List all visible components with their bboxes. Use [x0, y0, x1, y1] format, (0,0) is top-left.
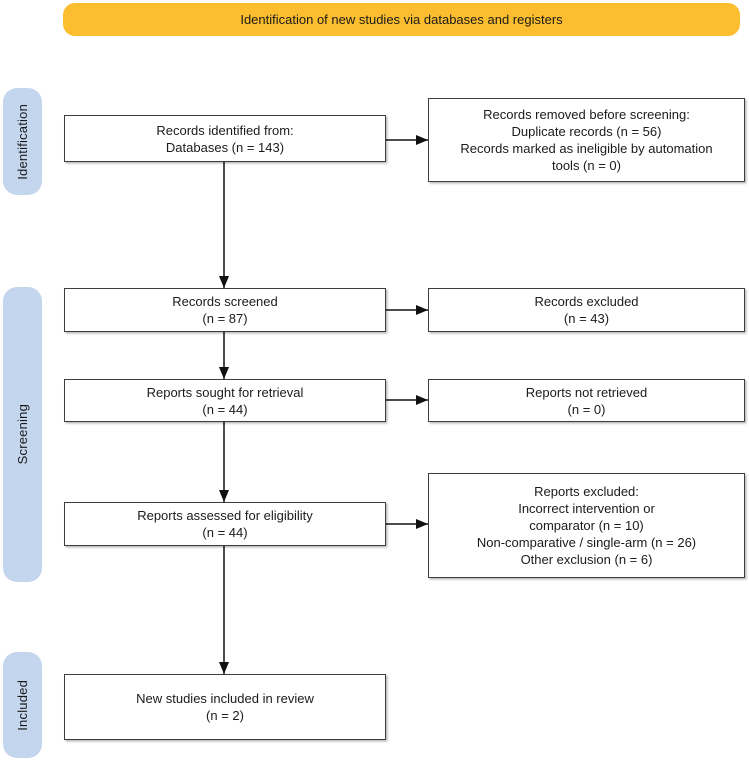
box-reports-assessed: Reports assessed for eligibility (n = 44…	[64, 502, 386, 546]
stage-label-included: Included	[15, 679, 30, 731]
box-text-line: tools (n = 0)	[551, 158, 621, 173]
box-text-line: (n = 44)	[202, 525, 248, 540]
box-text-line: Reports assessed for eligibility	[137, 508, 313, 523]
box-text-line: Incorrect intervention or	[518, 501, 655, 516]
box-text-line: Databases (n = 143)	[165, 139, 285, 155]
box-text-line: Reports not retrieved	[525, 384, 648, 400]
box-reports-not-retrieved: Reports not retrieved (n = 0)	[428, 379, 745, 422]
box-new-studies-included: New studies included in review (n = 2)	[64, 674, 386, 740]
box-records-identified: Records identified from: Databases (n = …	[64, 115, 386, 162]
box-text-line: (n = 44)	[202, 401, 248, 417]
box-text-line: Non-comparative / single-arm (n = 26)	[476, 535, 697, 550]
stage-bar-included: Included	[3, 652, 42, 758]
box-text-line: Duplicate records (n = 56)	[511, 124, 662, 139]
stage-bar-screening: Screening	[3, 287, 42, 582]
box-text-line: Reports sought for retrieval	[146, 384, 304, 400]
box-text-line: New studies included in review	[136, 691, 314, 706]
stage-bar-identification: Identification	[3, 88, 42, 195]
box-reports-sought: Reports sought for retrieval (n = 44)	[64, 379, 386, 422]
box-text-line: Records screened	[172, 294, 278, 309]
stage-label-screening: Screening	[15, 404, 30, 465]
box-reports-excluded: Reports excluded: Incorrect intervention…	[428, 473, 745, 578]
banner-identification-of-new-studies: Identification of new studies via databa…	[63, 3, 740, 36]
box-text-line: (n = 2)	[206, 708, 244, 723]
box-text-line: Records excluded	[534, 294, 639, 309]
box-text-line: (n = 43)	[563, 311, 610, 326]
stage-label-identification: Identification	[15, 103, 30, 180]
box-text-line: comparator (n = 10)	[529, 518, 644, 533]
box-records-excluded: Records excluded (n = 43)	[428, 288, 745, 332]
box-text-line: Reports excluded:	[534, 484, 639, 499]
box-text-line: Records identified from:	[156, 122, 294, 138]
box-text-line: Records marked as ineligible by automati…	[460, 141, 713, 156]
box-text-line: (n = 87)	[202, 311, 248, 326]
box-text-line: Records removed before screening:	[483, 107, 690, 122]
box-records-removed: Records removed before screening: Duplic…	[428, 98, 745, 182]
banner-label: Identification of new studies via databa…	[240, 12, 563, 27]
box-text-line: Other exclusion (n = 6)	[520, 552, 653, 567]
box-records-screened: Records screened (n = 87)	[64, 288, 386, 332]
box-text-line: (n = 0)	[567, 401, 606, 417]
